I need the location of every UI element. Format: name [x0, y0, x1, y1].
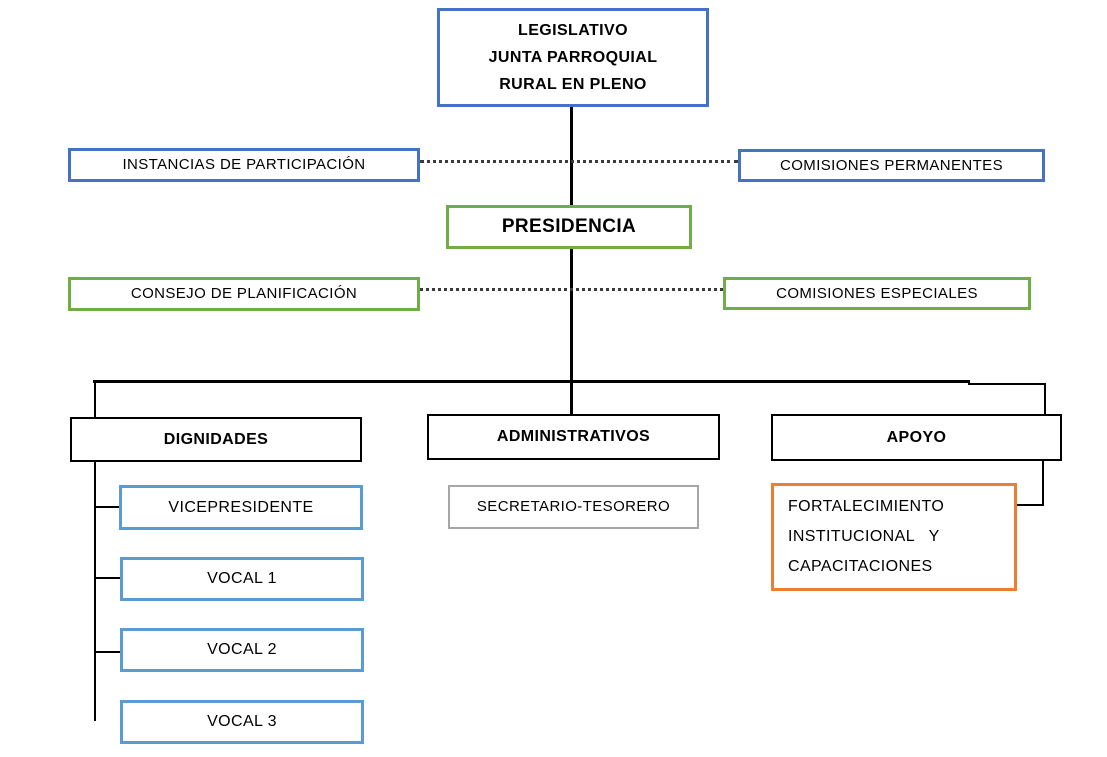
- node-legislativo-line3: RURAL EN PLENO: [499, 76, 647, 94]
- connector-stub-vocal2: [94, 651, 120, 653]
- connector-dotted-instancias-permanentes: [420, 160, 738, 163]
- node-comisiones-permanentes: COMISIONES PERMANENTES: [738, 149, 1045, 182]
- node-dignidades: DIGNIDADES: [70, 417, 362, 462]
- node-vocal-2: VOCAL 2: [120, 628, 364, 672]
- node-administrativos: ADMINISTRATIVOS: [427, 414, 720, 460]
- connector-stub-vocal1: [94, 577, 120, 579]
- node-legislativo-line2: JUNTA PARROQUIAL: [488, 48, 658, 66]
- node-vocal-1: VOCAL 1: [120, 557, 364, 601]
- node-fortalecimiento-line1: FORTALECIMIENTO: [788, 498, 945, 515]
- connector-apoyo-step-horizontal: [968, 383, 1046, 385]
- node-fortalecimiento-institucional: FORTALECIMIENTO INSTITUCIONAL Y CAPACITA…: [771, 483, 1017, 591]
- connector-apoyo-fortalecimiento-horizontal: [1017, 504, 1044, 506]
- node-vicepresidente: VICEPRESIDENTE: [119, 485, 363, 530]
- node-presidencia: PRESIDENCIA: [446, 205, 692, 249]
- node-fortalecimiento-line2: INSTITUCIONAL Y: [788, 528, 940, 545]
- node-apoyo: APOYO: [771, 414, 1062, 461]
- node-fortalecimiento-line3: CAPACITACIONES: [788, 558, 933, 575]
- connector-dignidades-spine: [94, 380, 96, 721]
- node-comisiones-especiales: COMISIONES ESPECIALES: [723, 277, 1031, 310]
- connector-apoyo-fortalecimiento-vertical: [1042, 460, 1044, 506]
- node-secretario-tesorero: SECRETARIO-TESORERO: [448, 485, 699, 529]
- node-legislativo-line1: LEGISLATIVO: [518, 21, 628, 39]
- connector-branch-horizontal: [93, 380, 970, 383]
- node-vocal-3: VOCAL 3: [120, 700, 364, 744]
- node-legislativo: LEGISLATIVO JUNTA PARROQUIAL RURAL EN PL…: [437, 8, 709, 107]
- connector-dotted-consejo-especiales: [420, 288, 723, 291]
- connector-stub-vicepresidente: [94, 506, 120, 508]
- node-instancias-de-participacion: INSTANCIAS DE PARTICIPACIÓN: [68, 148, 420, 182]
- connector-presidencia-branches: [570, 248, 573, 415]
- node-consejo-de-planificacion: CONSEJO DE PLANIFICACIÓN: [68, 277, 420, 311]
- connector-apoyo-step-vertical: [1044, 383, 1046, 415]
- connector-legislativo-presidencia: [570, 107, 573, 205]
